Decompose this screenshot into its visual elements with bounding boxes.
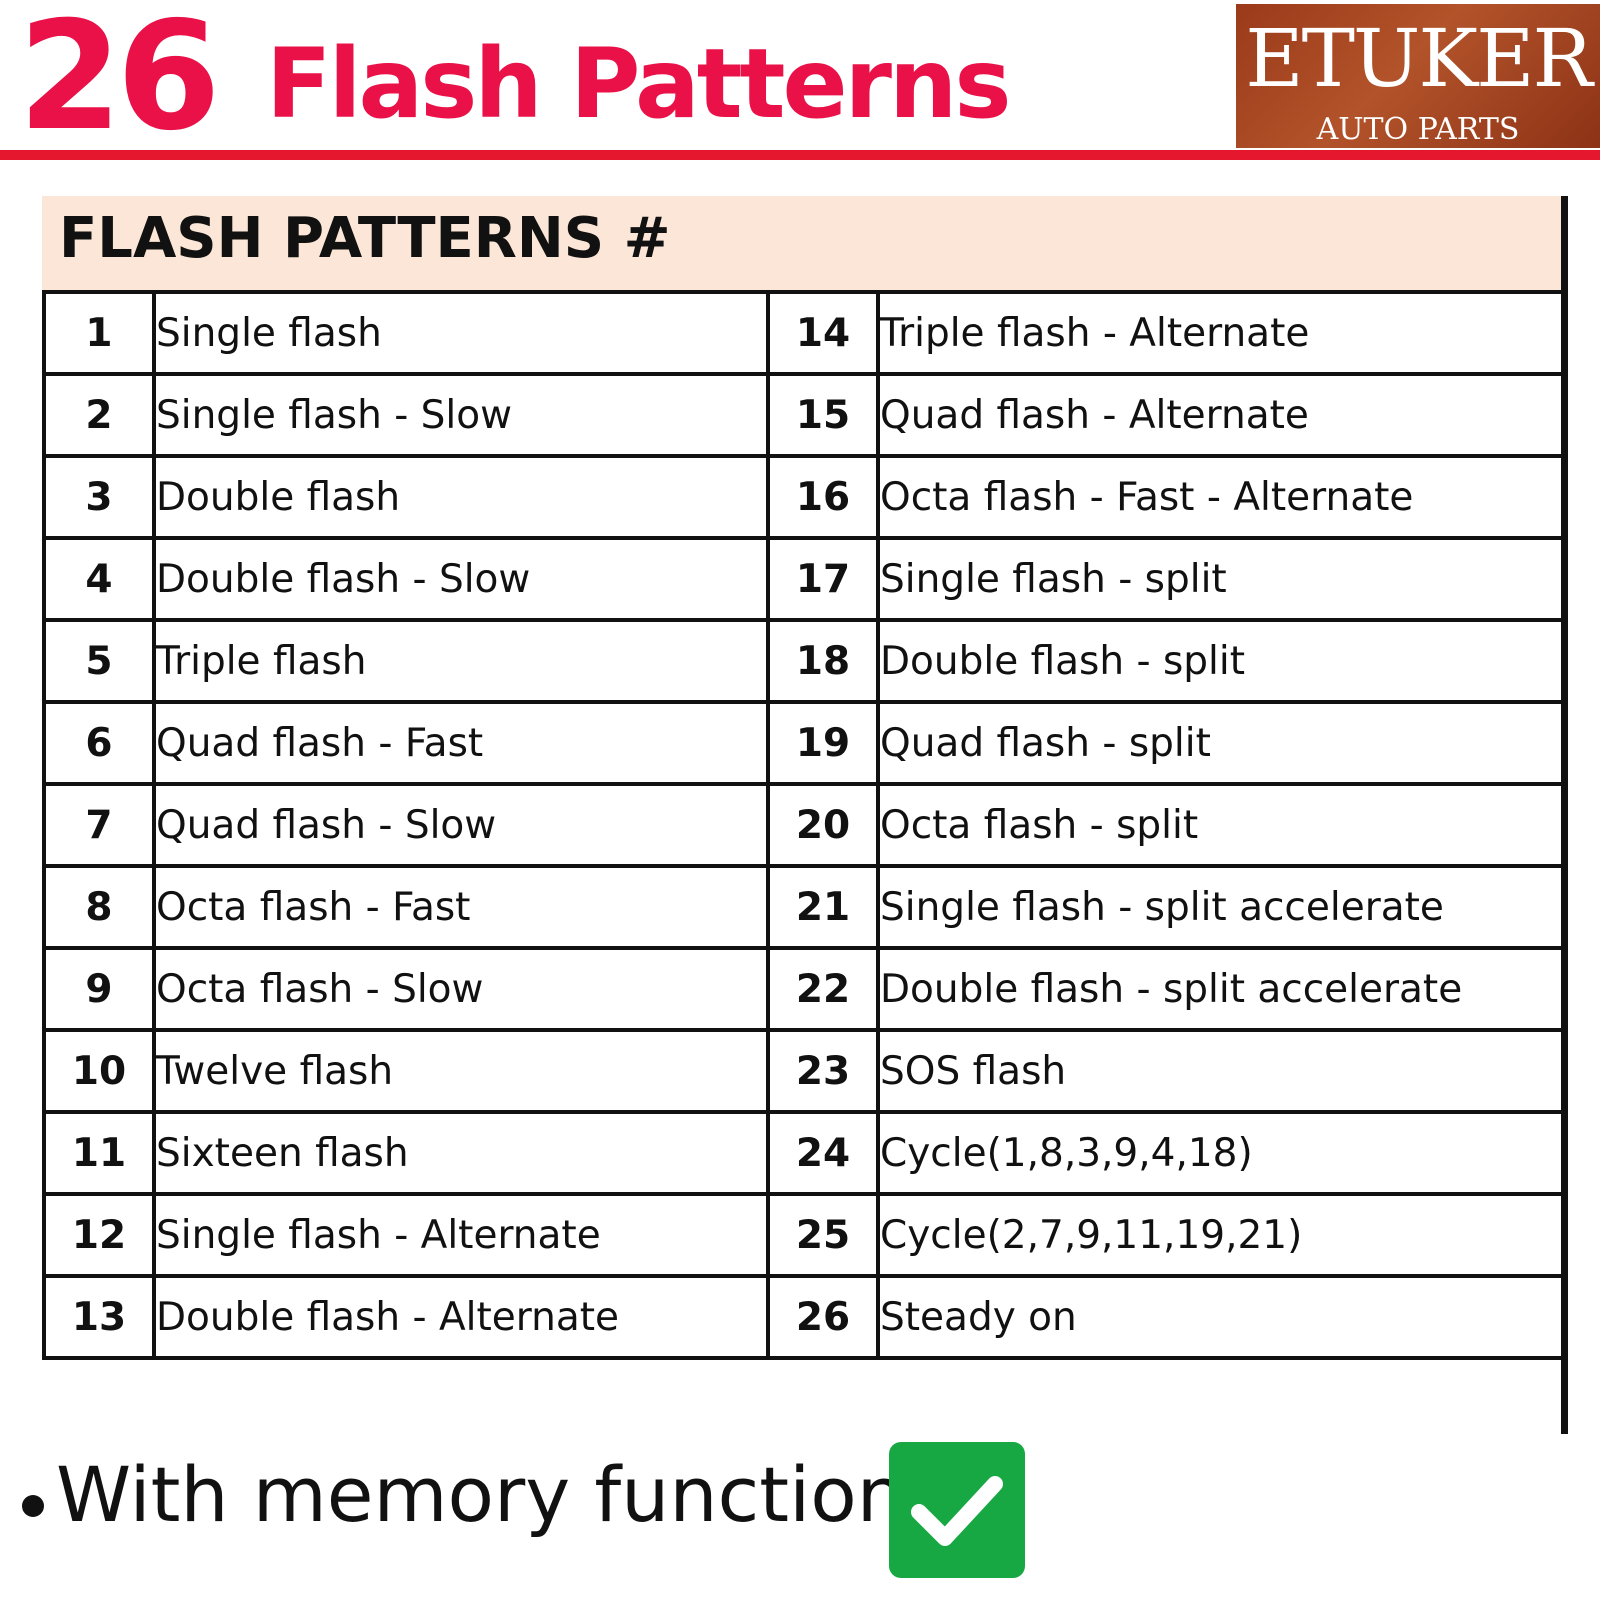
pattern-number: 13 <box>42 1274 156 1360</box>
pattern-label: Double flash - split accelerate <box>876 946 1566 1032</box>
pattern-label: Octa flash - split <box>876 782 1566 868</box>
pattern-label: Double flash <box>152 454 770 540</box>
pattern-label: Triple flash - Alternate <box>876 290 1566 376</box>
pattern-label: Triple flash <box>152 618 770 704</box>
pattern-number: 17 <box>766 536 880 622</box>
feature-text: With memory function <box>56 1450 905 1539</box>
table-frame-right <box>1561 196 1568 1434</box>
pattern-label: Single flash - split accelerate <box>876 864 1566 950</box>
pattern-label: Sixteen flash <box>152 1110 770 1196</box>
pattern-label: Single flash - Alternate <box>152 1192 770 1278</box>
pattern-label: Double flash - Slow <box>152 536 770 622</box>
pattern-number: 20 <box>766 782 880 868</box>
checkmark-icon <box>889 1442 1025 1578</box>
pattern-label: Octa flash - Slow <box>152 946 770 1032</box>
pattern-label: Quad flash - Fast <box>152 700 770 786</box>
pattern-number: 25 <box>766 1192 880 1278</box>
section-header: FLASH PATTERNS # <box>42 196 1561 290</box>
pattern-number: 22 <box>766 946 880 1032</box>
pattern-label: Quad flash - Slow <box>152 782 770 868</box>
pattern-number: 3 <box>42 454 156 540</box>
pattern-number: 9 <box>42 946 156 1032</box>
pattern-label: Double flash - split <box>876 618 1566 704</box>
pattern-label: Cycle(2,7,9,11,19,21) <box>876 1192 1566 1278</box>
pattern-number: 26 <box>766 1274 880 1360</box>
pattern-number: 12 <box>42 1192 156 1278</box>
pattern-number: 5 <box>42 618 156 704</box>
pattern-label: Single flash - split <box>876 536 1566 622</box>
pattern-number: 7 <box>42 782 156 868</box>
pattern-label: Cycle(1,8,3,9,4,18) <box>876 1110 1566 1196</box>
pattern-number: 4 <box>42 536 156 622</box>
pattern-number: 6 <box>42 700 156 786</box>
pattern-count: 26 <box>18 0 221 164</box>
pattern-label: Steady on <box>876 1274 1566 1360</box>
pattern-number: 24 <box>766 1110 880 1196</box>
pattern-label: Octa flash - Fast <box>152 864 770 950</box>
page-title: Flash Patterns <box>266 28 1011 140</box>
pattern-label: SOS flash <box>876 1028 1566 1114</box>
pattern-number: 1 <box>42 290 156 376</box>
pattern-label: Quad flash - Alternate <box>876 372 1566 458</box>
pattern-number: 21 <box>766 864 880 950</box>
section-title: FLASH PATTERNS # <box>59 206 671 271</box>
pattern-label: Twelve flash <box>152 1028 770 1114</box>
brand-logo: ETUKER AUTO PARTS <box>1236 4 1600 148</box>
brand-name: ETUKER <box>1245 12 1593 105</box>
brand-subtitle: AUTO PARTS <box>1316 112 1520 147</box>
pattern-number: 10 <box>42 1028 156 1114</box>
pattern-label: Double flash - Alternate <box>152 1274 770 1360</box>
pattern-label: Octa flash - Fast - Alternate <box>876 454 1566 540</box>
pattern-number: 23 <box>766 1028 880 1114</box>
header-divider <box>0 150 1600 160</box>
pattern-number: 8 <box>42 864 156 950</box>
bullet-point <box>22 1495 44 1517</box>
pattern-number: 11 <box>42 1110 156 1196</box>
pattern-number: 18 <box>766 618 880 704</box>
pattern-number: 16 <box>766 454 880 540</box>
pattern-number: 2 <box>42 372 156 458</box>
pattern-label: Single flash <box>152 290 770 376</box>
pattern-number: 19 <box>766 700 880 786</box>
pattern-label: Single flash - Slow <box>152 372 770 458</box>
pattern-label: Quad flash - split <box>876 700 1566 786</box>
pattern-number: 14 <box>766 290 880 376</box>
pattern-number: 15 <box>766 372 880 458</box>
